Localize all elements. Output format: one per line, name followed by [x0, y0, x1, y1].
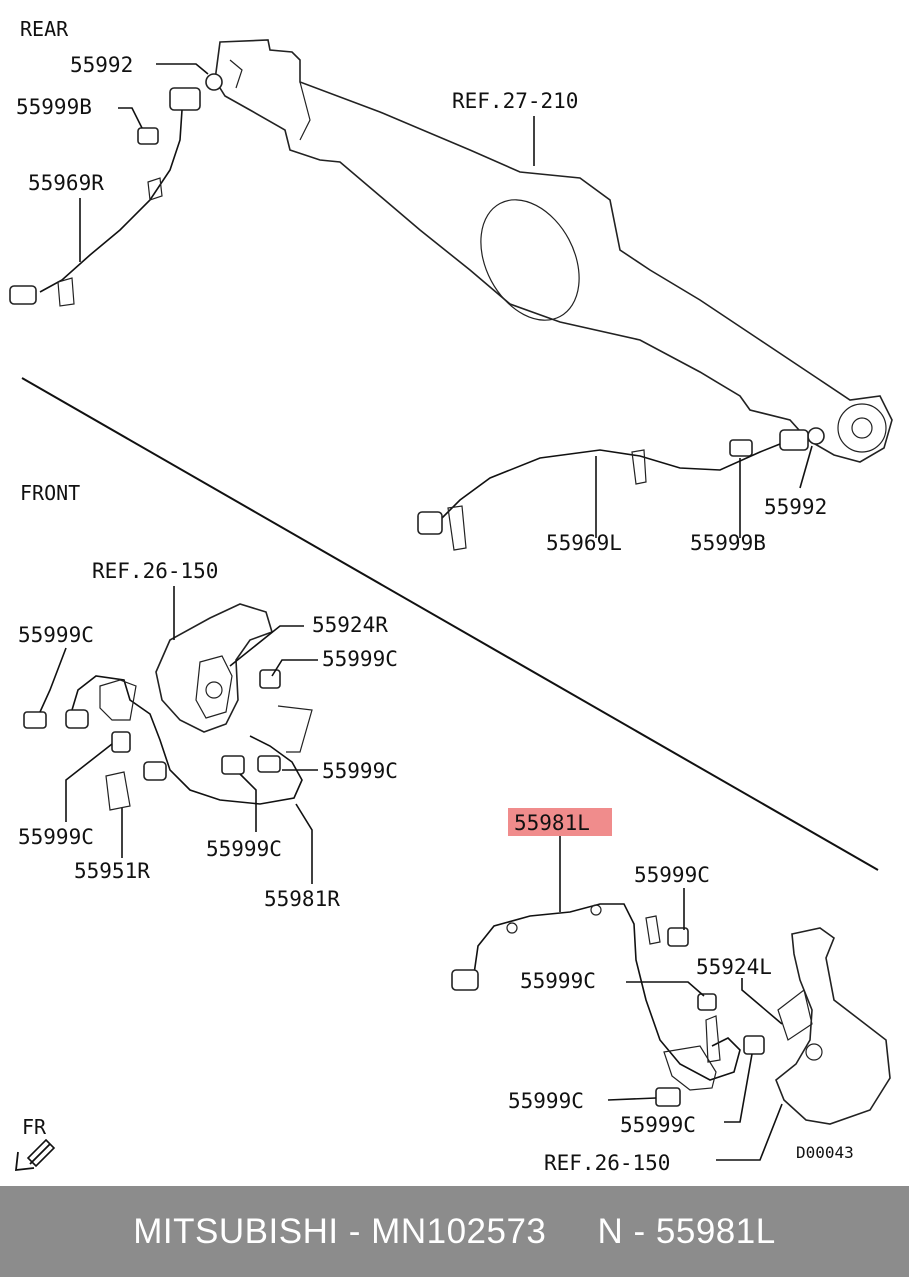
highlight-box: [508, 808, 612, 836]
label-55999C: 55999C: [508, 1089, 584, 1113]
label-55999B: 55999B: [16, 95, 92, 119]
front-right-knuckle: [155, 603, 273, 733]
label-55951R: 55951R: [74, 859, 150, 883]
bolt-55999C-right: [257, 755, 281, 773]
bracket-55951R: [105, 771, 131, 811]
label-55969L: 55969L: [546, 531, 622, 555]
label-55924R: 55924R: [312, 613, 388, 637]
section-label-rear: REAR: [20, 17, 69, 41]
bolt-55999C-lower-left: [111, 731, 131, 753]
bolt-55999B-right: [729, 439, 753, 457]
leader-55999C-b: [39, 647, 67, 713]
section-divider-line: [21, 377, 879, 871]
label-55999C: 55999C: [620, 1113, 696, 1137]
label-55999C: 55999C: [520, 969, 596, 993]
front-left-sensor: [663, 1045, 717, 1091]
leader-55981R: [295, 803, 313, 884]
label-55992: 55992: [764, 495, 827, 519]
rear-connector-right: [9, 285, 37, 305]
section-label-front: FRONT: [20, 481, 80, 505]
front-left-abs-harness: [451, 903, 765, 1107]
label-55999C: 55999C: [322, 647, 398, 671]
label-ref-26-150: REF.26-150: [544, 1151, 670, 1175]
label-55981R: 55981R: [264, 887, 340, 911]
leader-55992-top: [156, 63, 209, 75]
front-left-knuckle: [775, 927, 891, 1125]
label-55999B: 55999B: [690, 531, 766, 555]
bolt-55999C-bottom: [655, 1087, 681, 1107]
fr-marker-label: FR: [22, 1115, 47, 1139]
bolt-55999C-lower-right: [743, 1035, 765, 1055]
rear-right-abs-harness: [9, 73, 223, 307]
front-right-abs-harness: [23, 669, 313, 811]
footer-bar: MITSUBISHI - MN102573 N - 55981L: [0, 1186, 909, 1277]
leader-55992-right: [799, 445, 813, 489]
parts-diagram: REAR 55992 55999B 55969R REF.27-210: [9, 17, 893, 1175]
front-right-sensor: [143, 761, 167, 781]
footer-part-info: MITSUBISHI - MN102573 N - 55981L: [133, 1211, 776, 1251]
bolt-55999C-center: [221, 755, 245, 775]
o-ring-55992-top: [205, 73, 223, 91]
leader-55999C-g: [626, 981, 705, 997]
diagram-canvas: REAR 55992 55999B 55969R REF.27-210: [9, 17, 893, 1175]
leader-55999C-a: [271, 659, 318, 677]
label-ref-26-150: REF.26-150: [92, 559, 218, 583]
label-55999C: 55999C: [322, 759, 398, 783]
leader-55999C-d: [65, 743, 113, 822]
o-ring-55992-right: [807, 427, 825, 445]
label-55999C: 55999C: [206, 837, 282, 861]
bolt-55999B-left: [137, 127, 159, 145]
rear-axle-housing: [214, 39, 893, 463]
leader-55999C-i: [724, 1053, 753, 1123]
leader-55999C-e: [239, 773, 257, 832]
rear-connector-left: [417, 511, 443, 535]
label-ref-27-210: REF.27-210: [452, 89, 578, 113]
rear-sensor-right: [169, 87, 201, 111]
diagram-code: D00043: [796, 1143, 854, 1162]
label-55969R: 55969R: [28, 171, 104, 195]
bolt-55999C-top: [667, 927, 689, 947]
leader-55999B-left: [118, 107, 143, 129]
label-55999C: 55999C: [634, 863, 710, 887]
leader-ref26-bottom: [716, 1103, 783, 1161]
bolt-55999C-mid: [697, 993, 717, 1011]
label-55981L-highlighted: 55981L: [514, 811, 590, 835]
front-direction-arrow-icon: [14, 1138, 56, 1172]
leader-55924L: [741, 978, 783, 1025]
bolt-55999C-upper: [259, 669, 281, 689]
label-55924L: 55924L: [696, 955, 772, 979]
front-right-connector: [65, 709, 89, 729]
rear-sensor-left: [779, 429, 809, 451]
label-55992: 55992: [70, 53, 133, 77]
front-left-connector: [451, 969, 479, 991]
bolt-55999C-left: [23, 711, 47, 729]
leader-55999C-h: [607, 1097, 657, 1101]
label-55999C: 55999C: [18, 825, 94, 849]
leader-55924R: [229, 625, 304, 667]
label-55999C: 55999C: [18, 623, 94, 647]
